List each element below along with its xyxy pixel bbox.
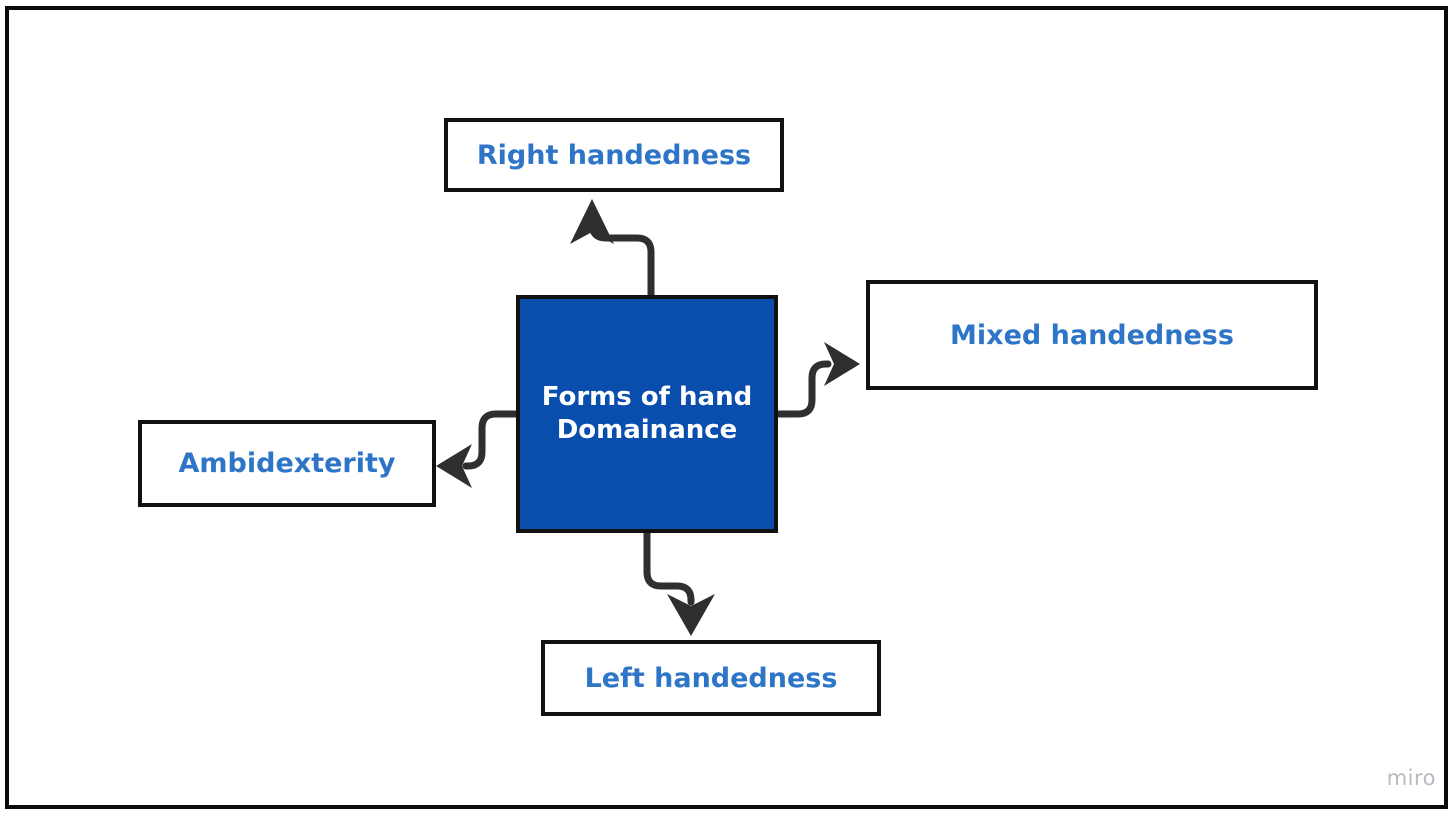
node-left-handedness-label: Left handedness xyxy=(584,662,838,694)
node-mixed-handedness-label: Mixed handedness xyxy=(950,319,1234,351)
node-ambidexterity-label: Ambidexterity xyxy=(178,448,396,479)
node-ambidexterity[interactable]: Ambidexterity xyxy=(138,420,436,507)
node-forms-of-hand-dominance[interactable]: Forms of hand Domainance xyxy=(516,295,778,533)
node-left-handedness[interactable]: Left handedness xyxy=(541,640,881,716)
miro-watermark: miro xyxy=(1386,766,1436,790)
node-center-label-group: Forms of hand Domainance xyxy=(532,381,762,448)
node-right-handedness-label: Right handedness xyxy=(476,139,752,171)
node-mixed-handedness[interactable]: Mixed handedness xyxy=(866,280,1318,390)
node-center-label-line2: Domainance xyxy=(556,415,738,445)
node-right-handedness[interactable]: Right handedness xyxy=(444,118,784,192)
node-center-label-line1: Forms of hand xyxy=(541,381,753,412)
